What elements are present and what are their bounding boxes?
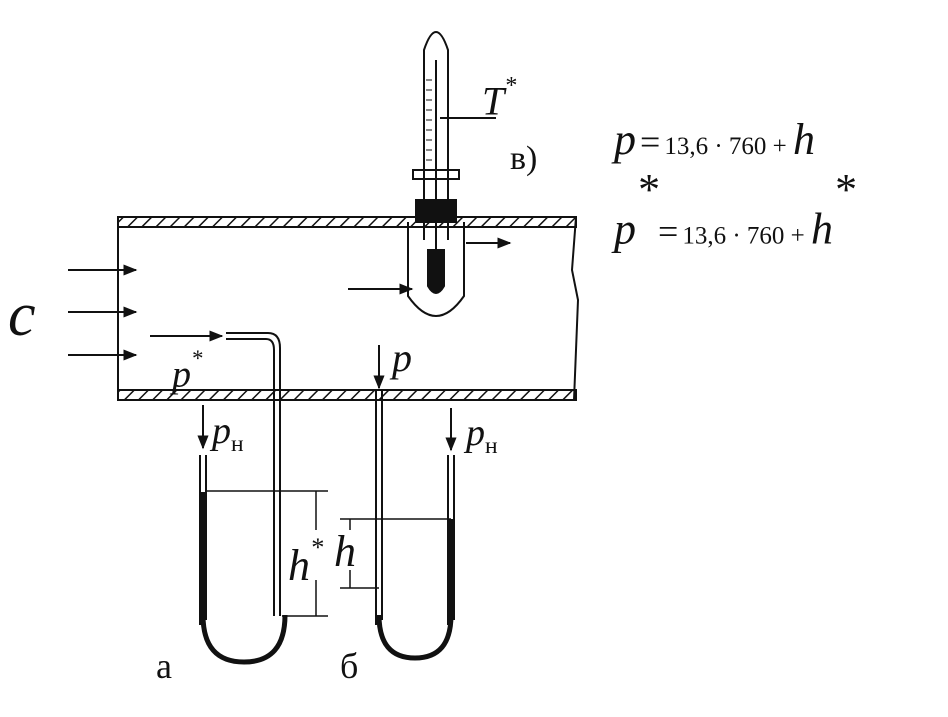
inlet-flow-arrows [68, 264, 138, 361]
h-star-mark: * [310, 532, 324, 562]
manometer-b [340, 345, 457, 661]
thermometer-bulb [427, 249, 445, 294]
manometer-a-bend [200, 614, 288, 665]
eq1-rhs: 13,6 · 760 + [664, 133, 793, 160]
eq2-lhs-star: * [636, 165, 658, 214]
pitot-tube-inner [226, 338, 275, 616]
equation-static-pressure: p = 13,6 · 760 + h [614, 118, 815, 162]
sublabel-b: б [340, 646, 359, 686]
h-star-symbol: h [288, 540, 310, 590]
h-label: h [334, 527, 356, 576]
T-star-label: T* [482, 74, 516, 122]
pn-b-subscript: н [485, 433, 498, 460]
pn-label-b: pн [466, 414, 498, 459]
pn-a-subscript: н [231, 431, 244, 458]
p-label: p [392, 335, 412, 380]
sublabel-a: а [156, 646, 172, 686]
duct-outlet-edge [570, 216, 580, 401]
thermometer-well [407, 222, 465, 317]
pn-a-symbol: p [212, 410, 231, 452]
T-label: T [482, 78, 505, 124]
pn-b-symbol: p [466, 412, 485, 454]
thermometer-flange [412, 169, 460, 180]
duct-top-wall [117, 216, 577, 228]
thermometer-fitting [415, 199, 457, 223]
eq2-equals: = [658, 211, 679, 252]
eq1-tail: h [793, 115, 815, 164]
manometer-b-bend [376, 614, 454, 661]
thermometer [348, 31, 512, 317]
eq1-equals: = [640, 122, 661, 162]
p-star-mark: * [191, 346, 203, 371]
thermometer-stem [423, 31, 449, 240]
manometer-a [150, 330, 328, 665]
p-star-symbol: p [172, 353, 191, 396]
eq2-lhs: p [614, 204, 636, 254]
equation-total-pressure: p*= 13,6 · 760 + h* [614, 168, 855, 252]
eq2-tail: h [811, 204, 833, 254]
eq2-rhs: 13,6 · 760 + [682, 222, 811, 250]
p-star-label: p* [172, 346, 203, 396]
duct [117, 216, 580, 401]
eq2-tail-star: * [833, 165, 855, 214]
pn-label-a: pн [212, 412, 244, 457]
thermometer-scale [426, 79, 432, 161]
eq1-lhs: p [614, 115, 636, 164]
sublabel-v: в) [510, 140, 538, 177]
flow-label-c: c [8, 281, 36, 349]
T-star-mark: * [504, 73, 517, 99]
h-star-label: h* [288, 534, 323, 588]
pitot-tube [226, 332, 281, 616]
